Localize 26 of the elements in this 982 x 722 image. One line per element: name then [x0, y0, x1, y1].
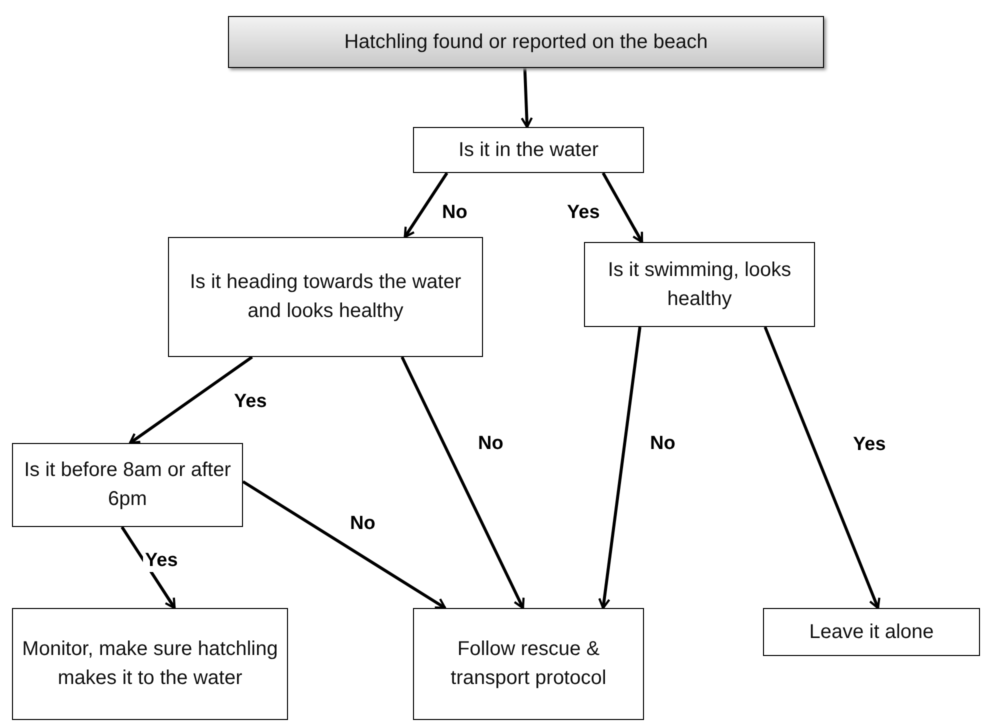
arrow: [242, 480, 446, 610]
process-box: [12, 443, 243, 527]
node-text: Is it heading towards the water and looks healthy: [188, 270, 462, 324]
node-text: Is it in the water: [458, 138, 599, 162]
process-box: [12, 608, 288, 720]
arrow: [520, 68, 533, 128]
arrow: [764, 326, 880, 610]
process-box: [584, 242, 815, 327]
node-text: Leave it alone: [809, 620, 934, 644]
arrow: [128, 356, 253, 444]
arrow: [602, 172, 644, 244]
process-box: [168, 237, 483, 357]
node-text: Follow rescue & transport protocol: [450, 637, 608, 691]
start-box: [228, 16, 824, 68]
process-box: [413, 127, 644, 173]
node-text: Hatchling found or reported on the beach: [344, 30, 708, 54]
arrow: [598, 326, 642, 610]
node-text: Is it before 8am or after 6pm: [23, 458, 232, 512]
arrow: [120, 526, 176, 610]
node-text: Monitor, make sure hatchling makes it to the water: [21, 637, 279, 691]
arrow: [400, 356, 525, 610]
process-box: [763, 608, 980, 656]
process-box: [413, 608, 644, 720]
arrow: [404, 172, 448, 238]
edge-label: Yes: [143, 550, 180, 572]
node-text: Is it swimming, looks healthy: [606, 258, 792, 312]
